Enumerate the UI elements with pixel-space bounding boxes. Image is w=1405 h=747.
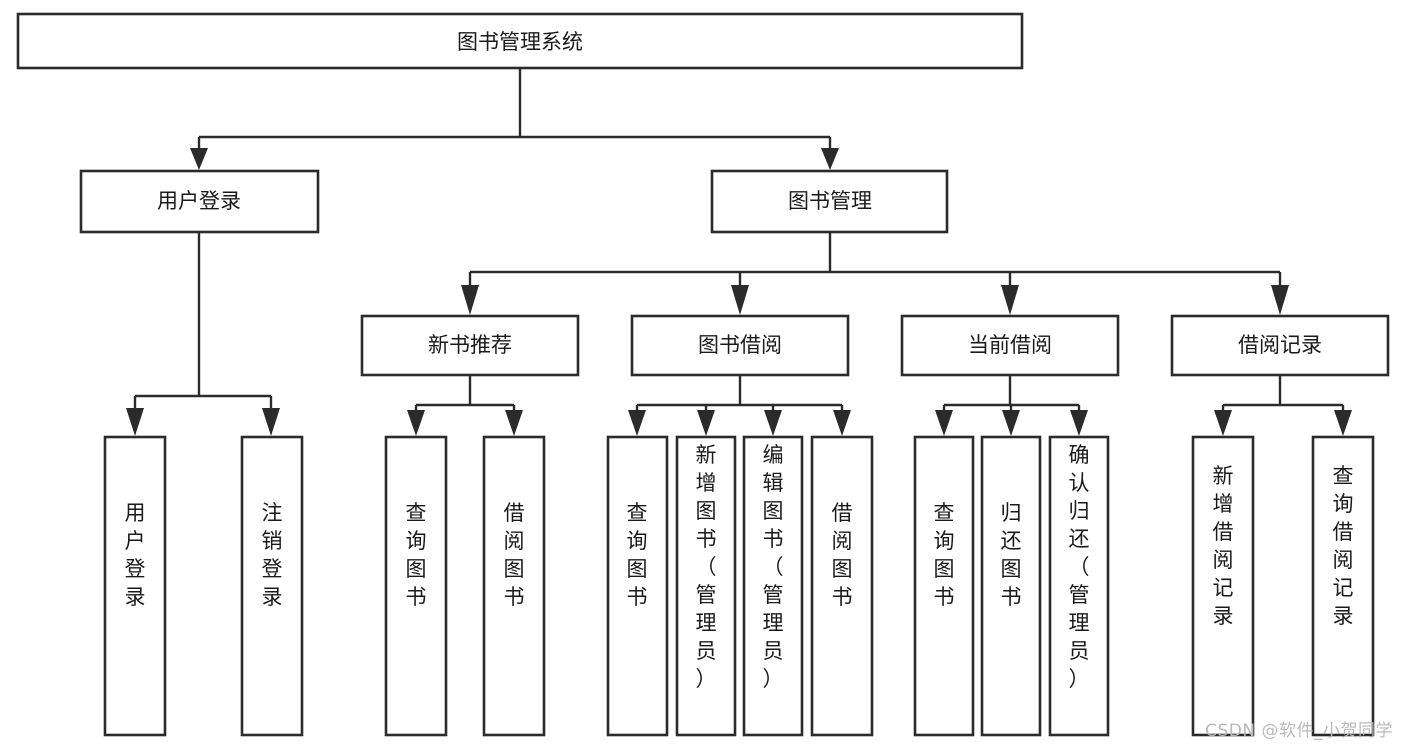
node-leaf-user-login-label: 用户登录 [125, 501, 146, 609]
node-user-login[interactable]: 用户登录 [79, 169, 320, 234]
node-leaf-edit-book-admin-label: 编辑图书（管理员） [763, 443, 784, 691]
node-leaf-query-book-1[interactable]: 查询图书 [384, 435, 448, 737]
node-current-borrow-label: 当前借阅 [968, 333, 1052, 357]
node-leaf-query-book-1-box[interactable] [384, 435, 448, 737]
node-leaf-user-login-box[interactable] [103, 435, 167, 737]
node-current-borrow[interactable]: 当前借阅 [900, 314, 1120, 377]
node-leaf-query-borrow-record[interactable]: 查询借阅记录 [1311, 435, 1375, 737]
arrowhead-leaf-add-borrow-record [1214, 410, 1232, 436]
node-leaf-user-login[interactable]: 用户登录 [103, 435, 167, 737]
node-leaf-logout-login[interactable]: 注销登录 [240, 435, 304, 737]
node-root[interactable]: 图书管理系统 [16, 12, 1024, 70]
node-leaf-borrow-book-2[interactable]: 借阅图书 [810, 435, 874, 737]
node-leaf-query-book-2[interactable]: 查询图书 [606, 435, 669, 737]
node-leaf-return-book-label: 归还图书 [1001, 501, 1022, 609]
node-leaf-query-borrow-record-label: 查询借阅记录 [1333, 464, 1354, 628]
node-leaf-confirm-return-admin-label: 确认归还（管理员） [1069, 443, 1090, 691]
node-leaf-borrow-book-1[interactable]: 借阅图书 [482, 435, 546, 737]
node-leaf-query-book-3[interactable]: 查询图书 [913, 435, 975, 737]
node-leaf-query-book-3-label: 查询图书 [934, 501, 955, 609]
arrowhead-borrow-record [1271, 285, 1289, 315]
arrowhead-leaf-borrow-book-1 [505, 410, 523, 436]
node-leaf-edit-book-admin-box[interactable] [742, 435, 804, 737]
node-leaf-query-book-1-label: 查询图书 [406, 501, 427, 609]
arrowhead-leaf-query-book-1 [407, 410, 425, 436]
node-leaf-add-borrow-record-box[interactable] [1191, 435, 1255, 737]
node-leaf-borrow-book-2-box[interactable] [810, 435, 874, 737]
node-book-borrow[interactable]: 图书借阅 [630, 314, 850, 377]
node-leaf-add-borrow-record-label: 新增借阅记录 [1213, 464, 1234, 628]
node-leaf-borrow-book-2-label: 借阅图书 [832, 501, 853, 609]
node-new-book-recommend[interactable]: 新书推荐 [360, 314, 580, 377]
node-leaf-query-book-2-box[interactable] [606, 435, 669, 737]
node-leaf-borrow-book-1-box[interactable] [482, 435, 546, 737]
arrowhead-leaf-edit-book-admin [764, 410, 782, 436]
node-current-borrow-box[interactable] [900, 314, 1120, 377]
arrowhead-leaf-query-book-3 [935, 410, 953, 436]
csdn-watermark: CSDN @软件_小贺同学 [1205, 721, 1393, 741]
node-leaf-add-borrow-record[interactable]: 新增借阅记录 [1191, 435, 1255, 737]
arrowhead-leaf-add-book-admin [697, 410, 715, 436]
node-root-label: 图书管理系统 [457, 30, 583, 54]
arrowhead-book-borrow [731, 285, 749, 315]
node-new-book-recommend-box[interactable] [360, 314, 580, 377]
arrowhead-leaf-return-book [1002, 410, 1020, 436]
node-leaf-query-book-2-label: 查询图书 [627, 501, 648, 609]
node-leaf-edit-book-admin[interactable]: 编辑图书（管理员） [742, 435, 804, 737]
node-leaf-confirm-return-admin[interactable]: 确认归还（管理员） [1048, 435, 1110, 737]
node-leaf-confirm-return-admin-box[interactable] [1048, 435, 1110, 737]
node-book-manage[interactable]: 图书管理 [710, 169, 949, 234]
arrowhead-leaf-logout-login [262, 408, 280, 436]
node-leaf-add-book-admin[interactable]: 新增图书（管理员） [675, 435, 737, 737]
node-user-login-label: 用户登录 [157, 189, 241, 213]
node-leaf-query-borrow-record-box[interactable] [1311, 435, 1375, 737]
arrowhead-leaf-user-login [126, 408, 144, 436]
node-borrow-record-box[interactable] [1170, 314, 1390, 377]
node-leaf-return-book-box[interactable] [980, 435, 1042, 737]
arrowhead-current-borrow [1001, 285, 1019, 315]
node-leaf-logout-login-label: 注销登录 [262, 501, 283, 609]
node-book-borrow-label: 图书借阅 [698, 333, 782, 357]
node-book-borrow-box[interactable] [630, 314, 850, 377]
node-root-box[interactable] [16, 12, 1024, 70]
node-new-book-recommend-label: 新书推荐 [428, 333, 512, 357]
connector-layer [126, 68, 1352, 436]
node-book-manage-label: 图书管理 [788, 189, 872, 213]
node-leaf-return-book[interactable]: 归还图书 [980, 435, 1042, 737]
arrowhead-user-login [190, 148, 208, 170]
node-leaf-logout-login-box[interactable] [240, 435, 304, 737]
node-leaf-add-book-admin-label: 新增图书（管理员） [696, 443, 717, 691]
arrowhead-book-manage [821, 148, 839, 170]
arrowhead-leaf-borrow-book-2 [833, 410, 851, 436]
node-leaf-borrow-book-1-label: 借阅图书 [504, 501, 525, 609]
node-leaf-add-book-admin-box[interactable] [675, 435, 737, 737]
node-borrow-record[interactable]: 借阅记录 [1170, 314, 1390, 377]
arrowhead-leaf-confirm-return-admin [1070, 410, 1088, 436]
node-borrow-record-label: 借阅记录 [1238, 333, 1322, 357]
arrowhead-new-book-recommend [461, 285, 479, 315]
node-leaf-query-book-3-box[interactable] [913, 435, 975, 737]
arrowhead-leaf-query-borrow-record [1334, 410, 1352, 436]
node-book-manage-box[interactable] [710, 169, 949, 234]
arrowhead-leaf-query-book-2 [628, 410, 646, 436]
node-user-login-box[interactable] [79, 169, 320, 234]
